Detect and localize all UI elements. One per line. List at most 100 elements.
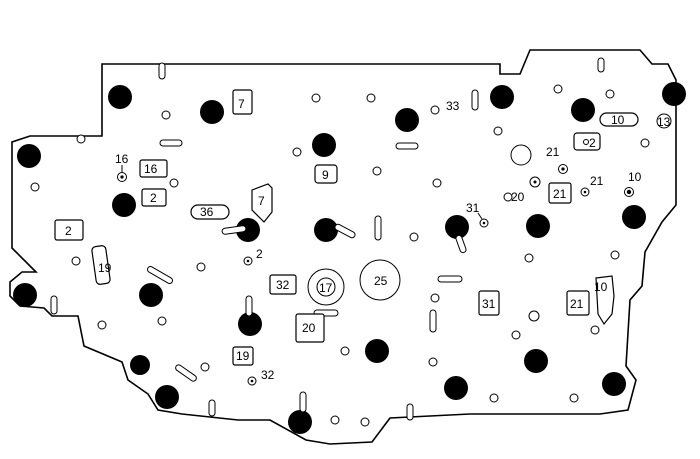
slot bbox=[597, 57, 605, 73]
label-16-callout: 16 bbox=[115, 152, 129, 166]
small-hole bbox=[200, 362, 210, 372]
large-hole bbox=[139, 283, 163, 307]
label-2-ring: 2 bbox=[256, 247, 263, 261]
box-36 bbox=[190, 204, 230, 220]
large-hole bbox=[236, 218, 260, 242]
ring-port-center bbox=[561, 167, 565, 171]
label-20-box: 20 bbox=[302, 321, 316, 335]
label-10-ring: 10 bbox=[628, 170, 642, 184]
label-31-ring: 31 bbox=[466, 201, 480, 215]
ring-port-center bbox=[246, 259, 250, 263]
small-hole bbox=[97, 320, 107, 330]
large-hole bbox=[571, 98, 595, 122]
small-hole bbox=[432, 178, 442, 188]
label-2-top-right: 2 bbox=[589, 136, 596, 150]
box-2-far-left bbox=[54, 219, 84, 241]
slot bbox=[159, 139, 183, 147]
label-21-ring: 21 bbox=[590, 174, 604, 188]
small-hole bbox=[605, 89, 615, 99]
box-31 bbox=[478, 290, 500, 316]
small-hole bbox=[640, 138, 650, 148]
small-hole bbox=[366, 93, 376, 103]
label-20-right: 20 bbox=[511, 190, 525, 204]
labelled-boxes bbox=[54, 89, 615, 366]
large-hole bbox=[524, 349, 548, 373]
small-hole bbox=[553, 84, 563, 94]
large-ring-17-inner bbox=[316, 277, 336, 297]
hole-tabs bbox=[221, 223, 467, 413]
slot bbox=[406, 403, 414, 421]
label-10-right: 10 bbox=[594, 280, 608, 294]
small-hole bbox=[71, 256, 81, 266]
large-hole bbox=[490, 85, 514, 109]
label-17: 17 bbox=[319, 281, 333, 295]
slot bbox=[395, 142, 419, 150]
box-19-bottom bbox=[232, 346, 254, 366]
hole-tab bbox=[221, 225, 247, 235]
small-hole bbox=[169, 178, 179, 188]
hole-tab bbox=[455, 234, 467, 254]
box-7-shaped bbox=[251, 183, 273, 223]
ring-port-center bbox=[626, 189, 632, 195]
large-holes bbox=[13, 82, 686, 434]
large-hole bbox=[526, 214, 550, 238]
small-hole bbox=[157, 316, 167, 326]
label-33: 33 bbox=[446, 99, 460, 113]
large-hole bbox=[365, 339, 389, 363]
leader-line bbox=[477, 212, 483, 220]
large-hole bbox=[622, 205, 646, 229]
slot bbox=[208, 399, 216, 417]
ring-port-center bbox=[533, 180, 537, 184]
small-hole bbox=[610, 250, 620, 260]
small-hole bbox=[430, 293, 440, 303]
label-19-left: 19 bbox=[98, 261, 112, 275]
slot bbox=[374, 215, 382, 241]
ring-port-center bbox=[482, 221, 486, 225]
large-hole bbox=[444, 376, 468, 400]
slot bbox=[158, 62, 166, 80]
label-31-box: 31 bbox=[482, 297, 496, 311]
small-hole bbox=[292, 147, 302, 157]
box-10-right bbox=[595, 275, 615, 326]
label-9: 9 bbox=[322, 168, 329, 182]
small-hole bbox=[340, 346, 350, 356]
label-2-far-left: 2 bbox=[65, 224, 72, 238]
slot bbox=[471, 89, 479, 111]
large-hole bbox=[108, 85, 132, 109]
slot bbox=[50, 295, 58, 315]
large-hole bbox=[602, 372, 626, 396]
box-16 bbox=[139, 159, 168, 178]
large-hole bbox=[130, 355, 150, 375]
large-hole bbox=[112, 193, 136, 217]
label-2-box-left: 2 bbox=[150, 191, 157, 205]
label-21-upper: 21 bbox=[546, 145, 560, 159]
box-21-mid bbox=[548, 182, 572, 204]
box-21-right bbox=[566, 290, 590, 316]
ring-port bbox=[656, 113, 672, 129]
callout-labels: 33 10 13 2 21 20 21 21 10 31 16 16 2 7 9… bbox=[65, 97, 671, 382]
hole-tab bbox=[299, 391, 307, 413]
label-13: 13 bbox=[657, 115, 671, 129]
box-20 bbox=[295, 313, 325, 343]
small-hole bbox=[528, 310, 540, 322]
slot bbox=[146, 266, 174, 284]
slots bbox=[50, 57, 605, 421]
plate-outline bbox=[9, 49, 677, 445]
slot bbox=[429, 309, 437, 333]
small-hole bbox=[161, 110, 171, 120]
small-hole bbox=[30, 182, 40, 192]
slot bbox=[437, 275, 463, 283]
large-hole bbox=[314, 218, 338, 242]
label-21-box-right: 21 bbox=[570, 297, 584, 311]
large-hole bbox=[17, 144, 41, 168]
small-hole bbox=[372, 166, 382, 176]
ring-port-center bbox=[120, 175, 124, 179]
large-hole bbox=[13, 283, 37, 307]
small-hole bbox=[330, 415, 340, 425]
small-hole bbox=[360, 417, 370, 427]
ring-port-center bbox=[583, 190, 587, 194]
ring-port-center bbox=[250, 379, 254, 383]
large-hole bbox=[238, 312, 262, 336]
small-hole bbox=[489, 393, 499, 403]
